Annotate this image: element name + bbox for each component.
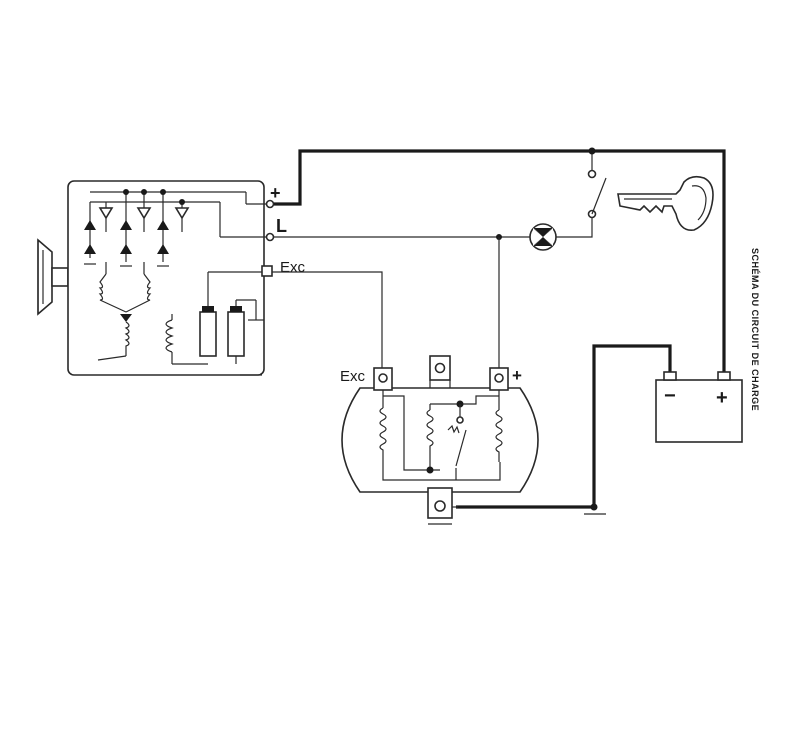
- voltage-regulator: Exc +: [340, 355, 539, 525]
- battery-plus-label: +: [716, 387, 728, 409]
- battery: − +: [655, 371, 743, 443]
- alternator-plus-terminal: [265, 199, 275, 209]
- regulator-ground-terminal: [427, 487, 453, 519]
- alternator-l-terminal: [265, 232, 275, 242]
- rotor-and-brushes: [165, 271, 264, 365]
- battery-minus-label: −: [664, 385, 676, 407]
- ignition-switch: [587, 169, 607, 219]
- stator-windings: [97, 262, 152, 361]
- pulley: [37, 238, 69, 316]
- regulator-exc-label: Exc: [340, 368, 366, 385]
- alternator-plus-label: +: [270, 183, 281, 203]
- diagram-title: SCHÉMA DU CIRCUIT DE CHARGE: [750, 248, 760, 411]
- alternator-exc-label: Exc: [280, 259, 306, 276]
- diode-bridge: [84, 189, 268, 267]
- alternator: + L Exc: [37, 180, 306, 376]
- alternator-exc-terminal: [261, 265, 273, 277]
- regulator-internals: [379, 390, 503, 481]
- battery-negative-wire: [456, 344, 672, 509]
- wiring: [272, 147, 726, 515]
- excitation-wire: [272, 271, 383, 372]
- battery-positive-wire: [274, 149, 726, 380]
- warning-lamp: [529, 223, 557, 251]
- regulator-plus-label: +: [512, 366, 522, 385]
- alternator-l-label: L: [276, 216, 287, 236]
- ignition-key-icon: [617, 175, 714, 231]
